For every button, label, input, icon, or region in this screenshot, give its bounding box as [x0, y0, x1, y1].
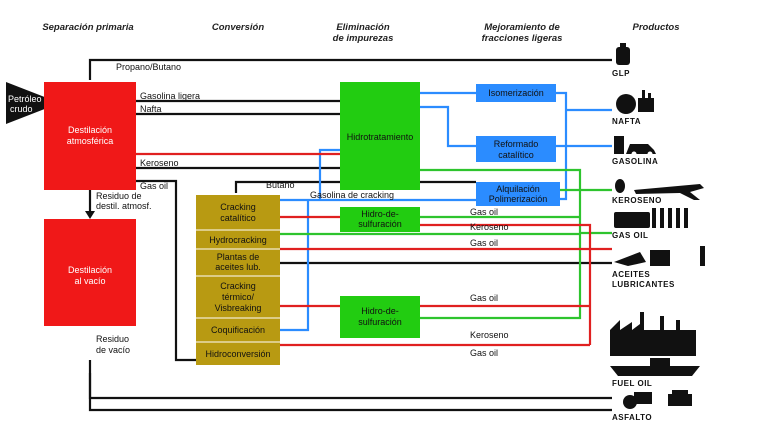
stream-atm-residue-line2: destil. atmosf.	[96, 201, 152, 211]
red-flow-lines	[108, 152, 612, 347]
hydrotreating-label: Hidrotratamiento	[347, 132, 414, 142]
stream-gas-oil-3: Gas oil	[470, 238, 498, 248]
stream-butane: Butano	[266, 180, 295, 190]
green-flow-lines	[280, 168, 612, 320]
product-gasoline-label: GASOLINA	[612, 157, 658, 166]
petrochemical-plant-icon	[616, 90, 654, 114]
header-separation: Separación primaria	[42, 22, 133, 33]
stream-light-gasoline: Gasolina ligera	[140, 91, 200, 101]
product-lpg: GLP	[612, 43, 630, 78]
isomerization-unit: Isomerización	[476, 84, 556, 102]
cat-cracking-line1: Cracking	[220, 202, 256, 212]
thermal-cracking-line3: Visbreaking	[215, 303, 262, 313]
product-kerosene-label: KEROSENO	[612, 196, 662, 205]
header-conversion: Conversión	[212, 22, 264, 33]
lube-plants-line1: Plantas de	[217, 252, 260, 262]
stream-propane-butane: Propano/Butano	[116, 62, 181, 72]
lamp-airplane-icon	[615, 179, 704, 200]
hds-2-line2: sulfuración	[358, 317, 402, 327]
cat-cracking-line2: catalítico	[220, 213, 256, 223]
vac-distillation-line2: al vacío	[74, 276, 105, 286]
product-gasoline: GASOLINA	[612, 136, 658, 166]
atmospheric-distillation: Destilación atmosférica	[44, 82, 136, 190]
hydrocracking-label: Hydrocracking	[209, 235, 267, 245]
lube-plants-line2: aceites lub.	[215, 262, 261, 272]
oil-can-icon	[614, 246, 705, 266]
product-lpg-label: GLP	[612, 69, 630, 78]
header-elimination-line1: Eliminación	[336, 22, 390, 33]
road-roller-icon	[623, 390, 692, 409]
atm-distillation-line2: atmosférica	[67, 136, 114, 146]
fuel-pump-car-icon	[614, 136, 656, 157]
stream-atm-residue-line1: Residuo de	[96, 191, 142, 201]
thermal-cracking-line2: térmico/	[222, 292, 255, 302]
hydrotreating-unit: Hidrotratamiento	[340, 82, 420, 190]
product-gas-oil-label: GAS OIL	[612, 231, 648, 240]
stream-gas-oil-5: Gas oil	[470, 348, 498, 358]
conversion-column: Cracking catalítico Hydrocracking Planta…	[196, 195, 280, 365]
atm-to-vacuum-arrowhead	[85, 211, 95, 219]
stream-cracking-gasoline: Gasolina de cracking	[310, 190, 394, 200]
industry-ship-icon	[610, 312, 700, 376]
product-lubricants: ACEITES LUBRICANTES	[612, 246, 705, 289]
vac-distillation-line1: Destilación	[68, 265, 112, 275]
header-improvement-line2: fracciones ligeras	[482, 33, 563, 44]
header-products: Productos	[633, 22, 680, 33]
alkylation-line2: Polimerización	[489, 194, 548, 204]
thermal-cracking-line1: Cracking	[220, 281, 256, 291]
reforming-unit: Reformado catalítico	[476, 136, 556, 162]
stream-vac-residue-line1: Residuo	[96, 334, 129, 344]
train-truck-icon	[614, 208, 688, 228]
crude-label-line1: Petróleo	[8, 94, 42, 104]
stream-naphtha: Nafta	[140, 104, 162, 114]
stream-gas-oil-2: Gas oil	[470, 207, 498, 217]
crude-label-line2: crudo	[10, 104, 33, 114]
product-gas-oil: GAS OIL	[612, 208, 688, 240]
reforming-line1: Reformado	[494, 139, 539, 149]
alkylation-unit: Alquilación Polimerización	[476, 182, 560, 206]
hds-unit-1: Hidro-de- sulfuración	[340, 207, 420, 232]
product-asphalt-label: ASFALTO	[612, 413, 652, 422]
hds-1-line2: sulfuración	[358, 219, 402, 229]
alkylation-line1: Alquilación	[496, 184, 540, 194]
gas-cylinder-icon	[616, 43, 630, 65]
product-lubricants-line2: LUBRICANTES	[612, 280, 675, 289]
product-fuel-oil: FUEL OIL	[610, 312, 700, 388]
product-fuel-oil-label: FUEL OIL	[612, 379, 652, 388]
stream-gas-oil-1: Gas oil	[140, 181, 168, 191]
product-asphalt: ASFALTO	[612, 390, 692, 422]
header-improvement-line1: Mejoramiento de	[484, 22, 560, 33]
hds-2-line1: Hidro-de-	[361, 306, 399, 316]
stream-labels: Propano/Butano Gasolina ligera Nafta Ker…	[96, 62, 509, 358]
product-kerosene: KEROSENO	[612, 179, 704, 205]
coking-label: Coquificación	[211, 325, 265, 335]
stream-gas-oil-4: Gas oil	[470, 293, 498, 303]
stream-kerosene-1: Keroseno	[140, 158, 179, 168]
stream-kerosene-2: Keroseno	[470, 222, 509, 232]
crude-input: Petróleo crudo	[6, 82, 60, 124]
vacuum-distillation: Destilación al vacío	[44, 219, 136, 326]
product-naphtha-label: NAFTA	[612, 117, 641, 126]
black-flow-lines	[88, 58, 612, 412]
blue-flow-lines	[280, 91, 612, 332]
hydroconversion-label: Hidroconversión	[205, 349, 270, 359]
header-elimination-line2: de impurezas	[333, 33, 394, 44]
atm-distillation-line1: Destilación	[68, 125, 112, 135]
stream-kerosene-3: Keroseno	[470, 330, 509, 340]
hds-unit-2: Hidro-de- sulfuración	[340, 296, 420, 338]
stream-vac-residue-line2: de vacío	[96, 345, 130, 355]
crude-input-arrow	[6, 82, 60, 124]
product-naphtha: NAFTA	[612, 90, 654, 126]
product-lubricants-line1: ACEITES	[612, 270, 650, 279]
reforming-line2: catalítico	[498, 150, 534, 160]
hds-1-line1: Hidro-de-	[361, 209, 399, 219]
isomerization-label: Isomerización	[488, 88, 544, 98]
